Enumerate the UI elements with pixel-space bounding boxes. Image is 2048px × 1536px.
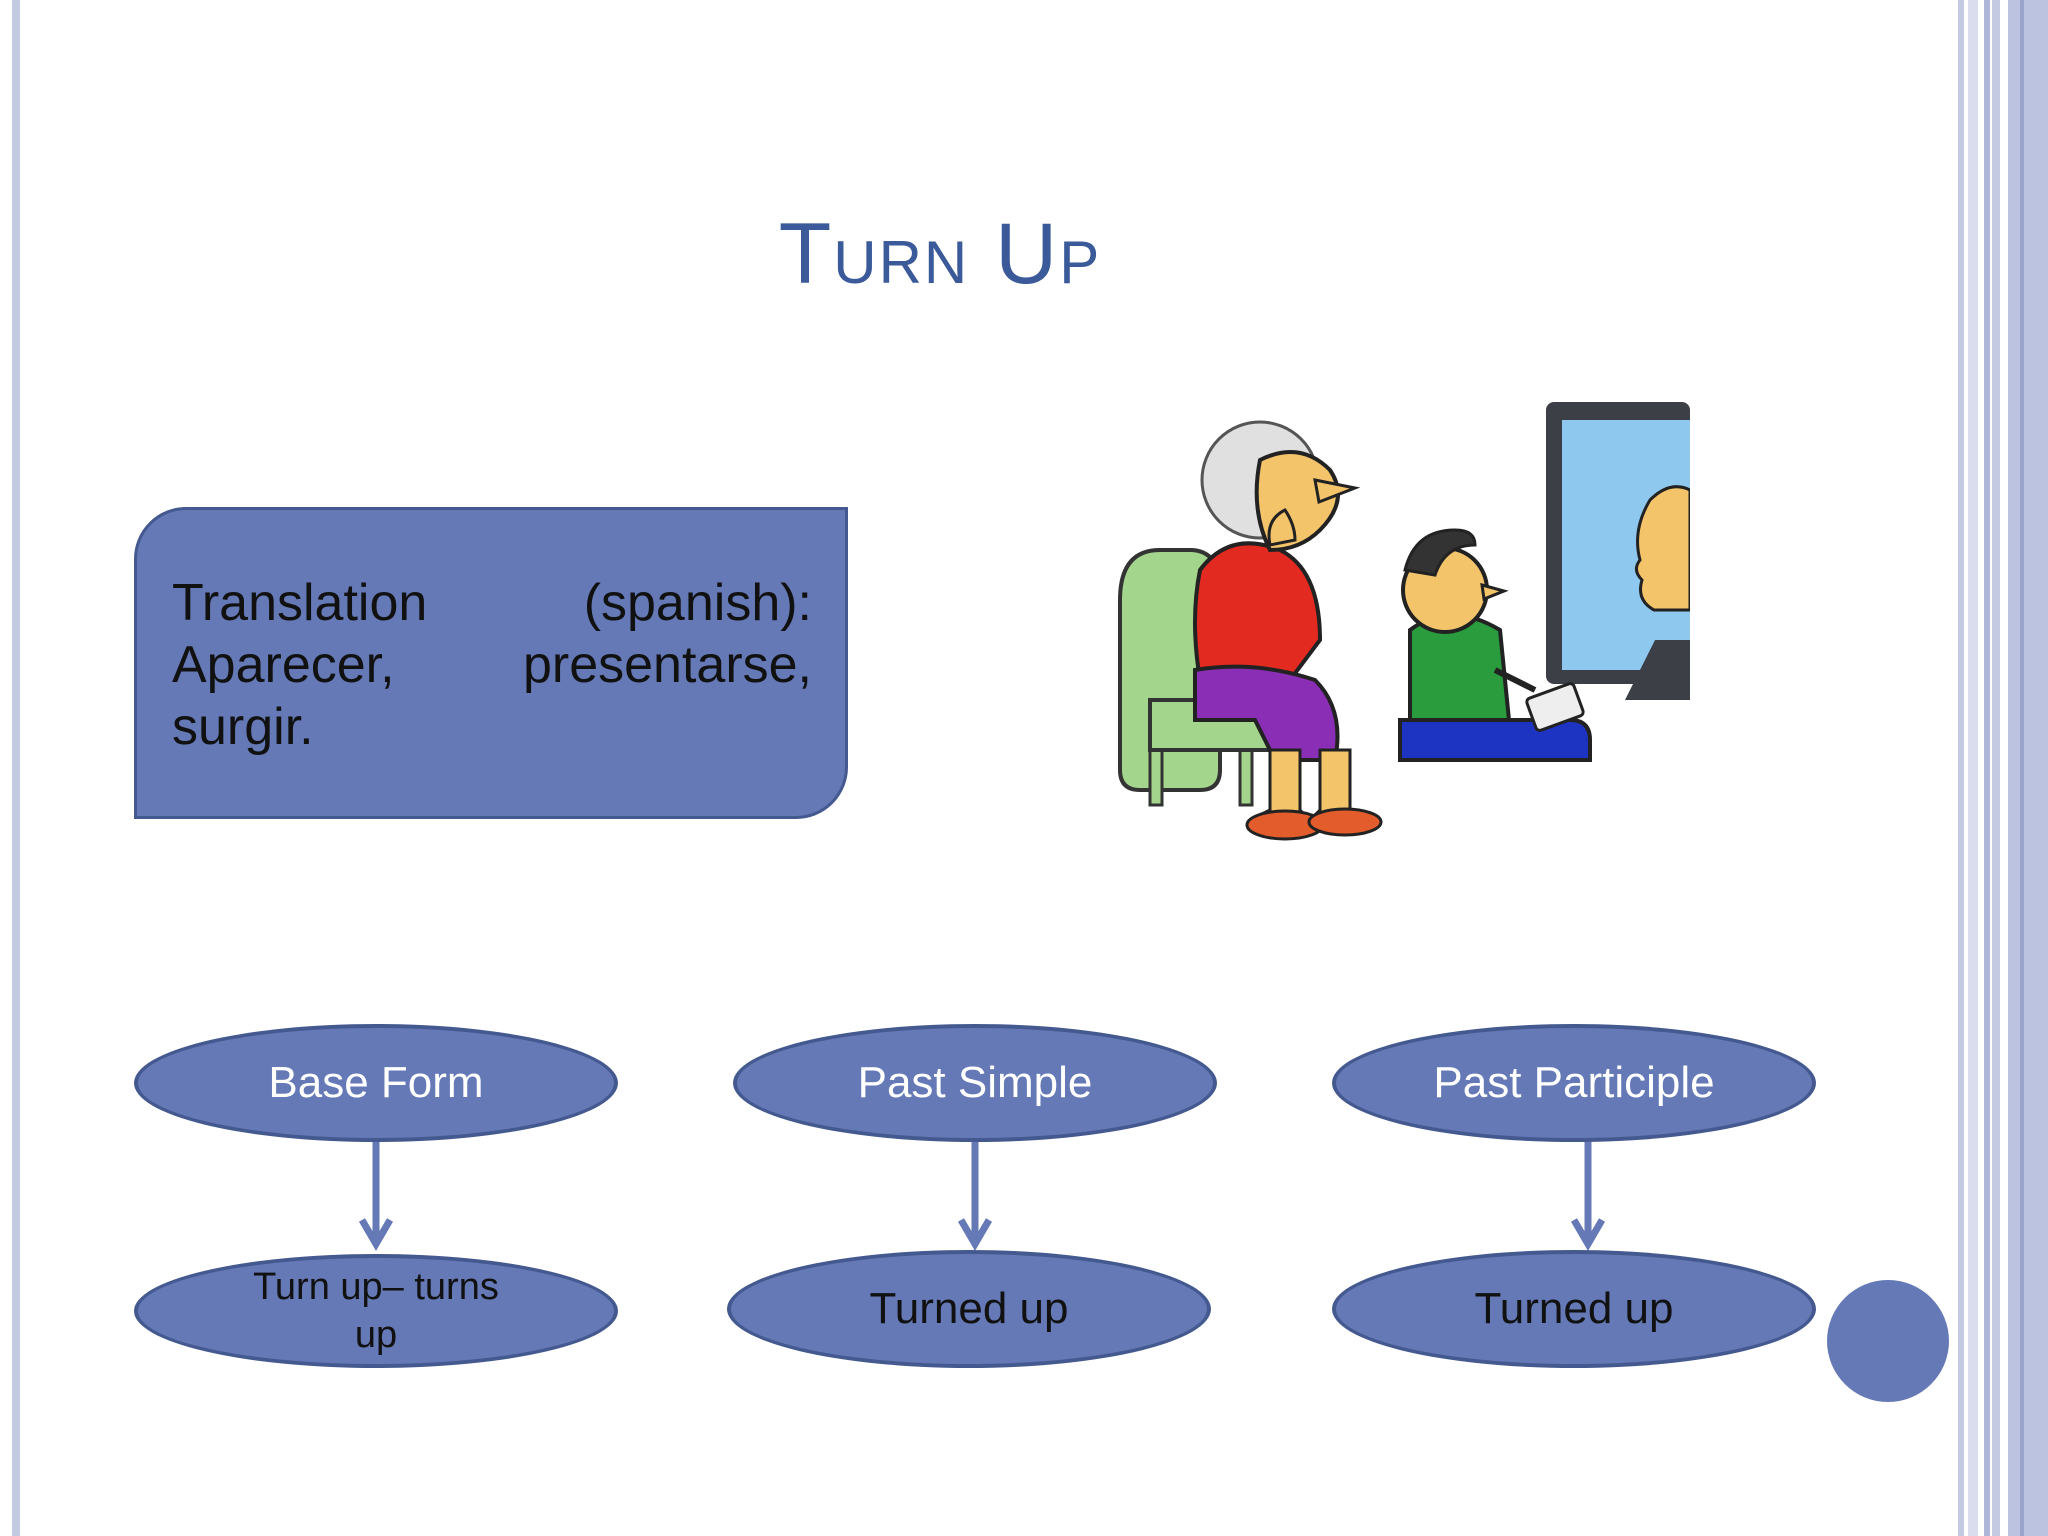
translation-word-2: presentarse,	[522, 636, 812, 694]
arrow-base-form	[358, 1138, 394, 1251]
past-participle-header: Past Participle	[1332, 1024, 1816, 1142]
translation-language: (spanish):	[583, 574, 812, 632]
past-simple-header: Past Simple	[733, 1024, 1217, 1142]
decorative-circle	[1827, 1280, 1949, 1402]
arrow-past-simple	[957, 1138, 993, 1251]
translation-word-3: surgir.	[172, 698, 314, 756]
translation-label: Translation	[172, 574, 428, 632]
page-title: Turn Up	[778, 206, 1102, 302]
translation-word-1: Aparecer,	[172, 636, 395, 694]
base-form-value: Turn up– turns up	[134, 1254, 618, 1368]
cartoon-illustration	[1118, 402, 1690, 841]
translation-text: Translation (spanish): Aparecer, present…	[172, 572, 812, 758]
past-participle-value: Turned up	[1332, 1250, 1816, 1368]
base-form-header: Base Form	[134, 1024, 618, 1142]
translation-box	[134, 507, 848, 819]
arrow-past-participle	[1570, 1138, 1606, 1251]
past-simple-value: Turned up	[727, 1250, 1211, 1368]
